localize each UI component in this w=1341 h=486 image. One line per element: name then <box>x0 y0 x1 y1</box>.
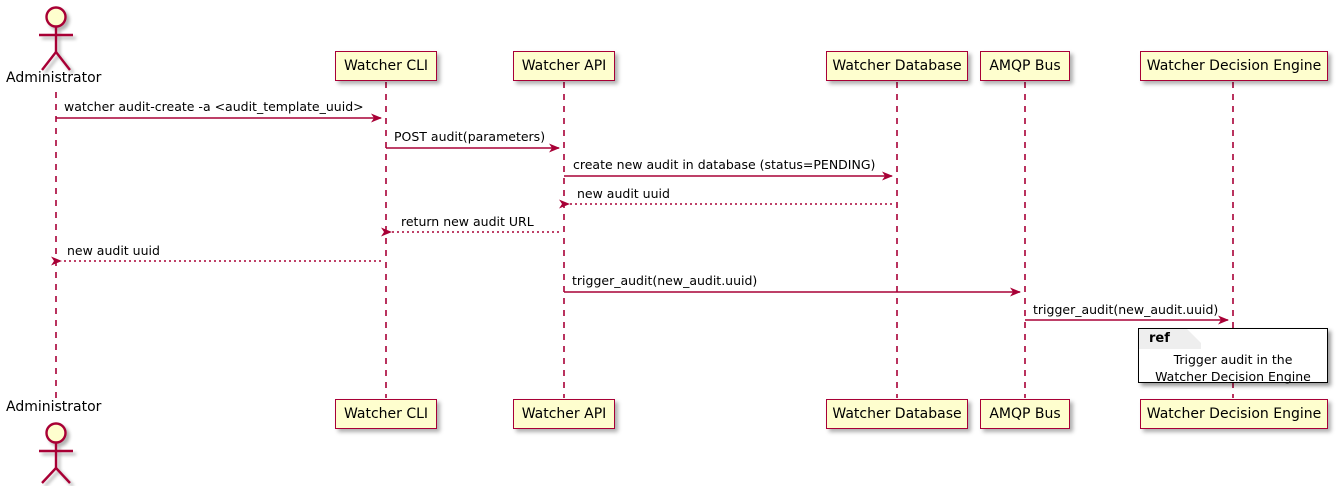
participant-label-watcher-decision-engine-bottom: Watcher Decision Engine <box>1146 406 1322 422</box>
ref-fragment-line-2: Watcher Decision Engine <box>1155 369 1311 384</box>
message-label-new-audit-uuid-cli: new audit uuid <box>67 243 160 258</box>
participant-box-watcher-database-top[interactable]: Watcher Database <box>826 51 968 81</box>
actor-label-administrator-top: Administrator <box>6 70 102 86</box>
participant-box-watcher-decision-engine-bottom[interactable]: Watcher Decision Engine <box>1140 399 1328 429</box>
ref-fragment-line-1: Trigger audit in the <box>1173 352 1293 367</box>
participant-box-watcher-cli-bottom[interactable]: Watcher CLI <box>335 399 437 429</box>
message-label-trigger-audit-decision-engine: trigger_audit(new_audit.uuid) <box>1033 302 1219 317</box>
participant-label-watcher-cli-top: Watcher CLI <box>343 58 429 74</box>
participant-label-watcher-api-bottom: Watcher API <box>521 406 607 422</box>
participant-label-amqp-bus-top: AMQP Bus <box>989 58 1061 74</box>
message-label-return-new-audit-url: return new audit URL <box>401 214 534 229</box>
participant-label-watcher-database-bottom: Watcher Database <box>832 406 962 422</box>
actor-label-administrator-bottom: Administrator <box>6 399 102 415</box>
ref-fragment: ref Trigger audit in the Watcher Decisio… <box>1138 328 1328 385</box>
message-label-trigger-audit-amqp: trigger_audit(new_audit.uuid) <box>572 273 758 288</box>
participant-box-watcher-cli-top[interactable]: Watcher CLI <box>335 51 437 81</box>
ref-fragment-body: Trigger audit in the Watcher Decision En… <box>1139 351 1327 385</box>
message-label-post-audit: POST audit(parameters) <box>394 129 546 144</box>
participant-label-watcher-decision-engine-top: Watcher Decision Engine <box>1146 58 1322 74</box>
actor-administrator-bottom-icon <box>39 422 73 484</box>
participant-label-amqp-bus-bottom: AMQP Bus <box>989 406 1061 422</box>
message-label-watcher-audit-create: watcher audit-create -a <audit_template_… <box>64 99 364 114</box>
participant-label-watcher-database-top: Watcher Database <box>832 58 962 74</box>
message-label-new-audit-uuid-db: new audit uuid <box>577 186 670 201</box>
participant-label-watcher-api-top: Watcher API <box>521 58 607 74</box>
participant-box-watcher-api-top[interactable]: Watcher API <box>513 51 615 81</box>
actor-administrator-top-icon <box>39 6 73 71</box>
ref-fragment-keyword: ref <box>1149 331 1170 346</box>
lifelines <box>55 82 1234 398</box>
participant-box-watcher-database-bottom[interactable]: Watcher Database <box>826 399 968 429</box>
ref-fragment-header-tab <box>1139 329 1201 349</box>
message-label-create-new-audit: create new audit in database (status=PEN… <box>573 157 876 172</box>
participant-box-watcher-decision-engine-top[interactable]: Watcher Decision Engine <box>1140 51 1328 81</box>
participant-box-amqp-bus-top[interactable]: AMQP Bus <box>980 51 1070 81</box>
participant-box-watcher-api-bottom[interactable]: Watcher API <box>513 399 615 429</box>
participant-box-amqp-bus-bottom[interactable]: AMQP Bus <box>980 399 1070 429</box>
participant-label-watcher-cli-bottom: Watcher CLI <box>343 406 429 422</box>
